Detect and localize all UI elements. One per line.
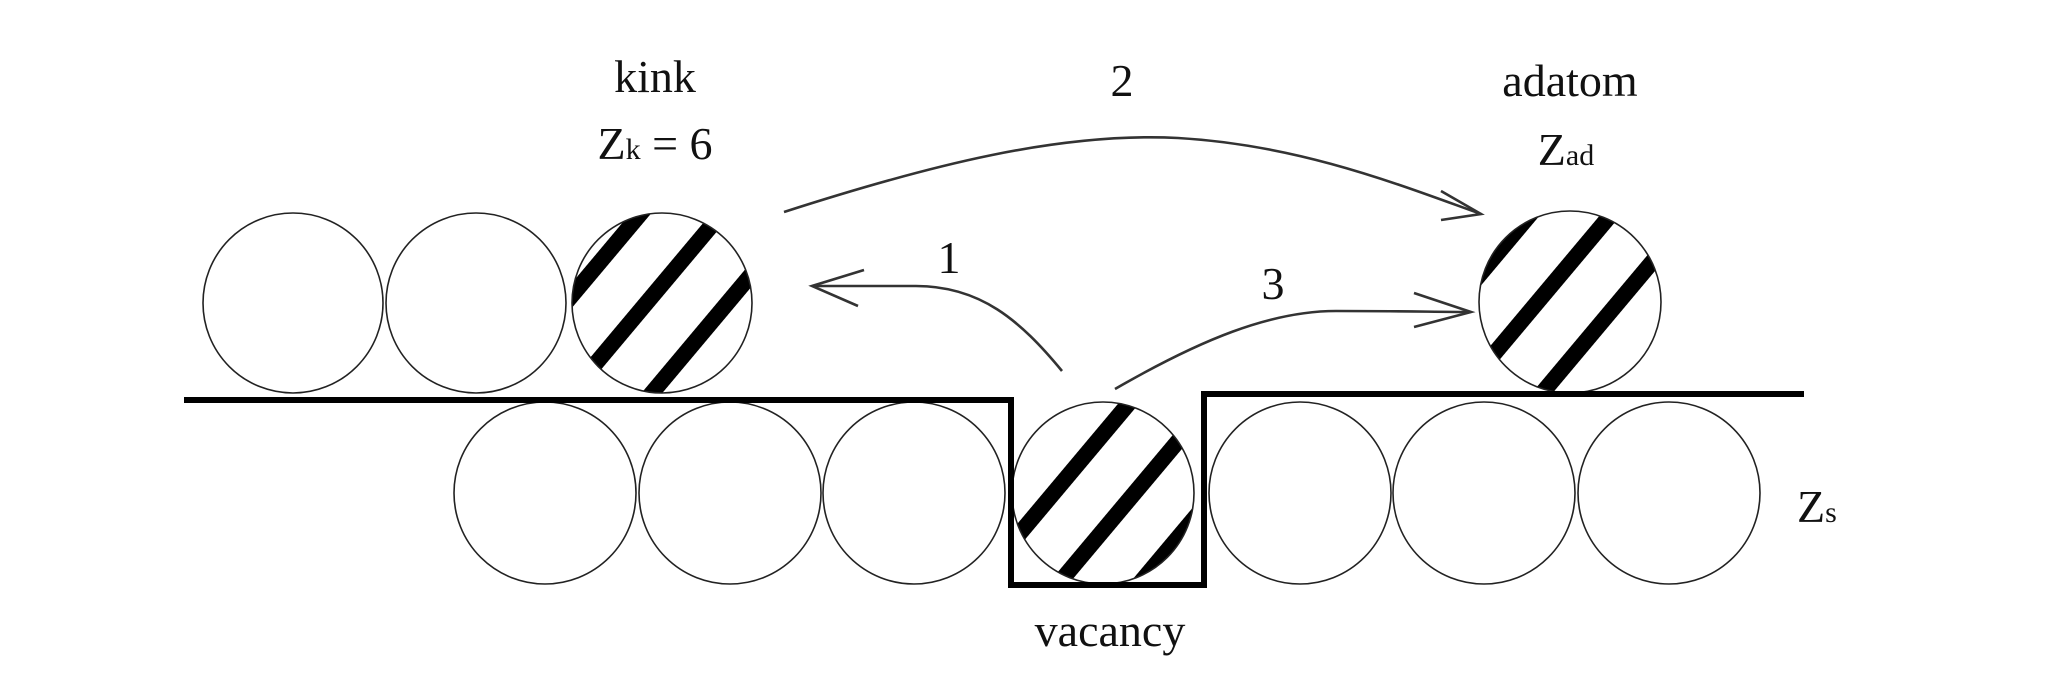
arrow-3-label: 3 — [1262, 258, 1285, 309]
kink-label: kink — [614, 51, 696, 102]
kink-coordination-label: Zk = 6 — [597, 118, 712, 169]
vacancy-label: vacancy — [1035, 605, 1186, 656]
adatom-coordination-label: Zad — [1538, 124, 1594, 175]
terrace-atom — [385, 212, 567, 394]
arrow-2-label: 2 — [1111, 55, 1134, 106]
surface-coordination-label: Zs — [1797, 481, 1837, 532]
surface-atom — [638, 401, 822, 585]
terrace-atom — [202, 212, 384, 394]
surface-atom — [1577, 401, 1761, 585]
surface-atom — [1392, 401, 1576, 585]
adatom-label: adatom — [1502, 55, 1638, 106]
surface-step-line — [184, 391, 1804, 588]
adatom-atom — [1478, 210, 1662, 394]
surface-atom — [822, 401, 1006, 585]
kink-atom — [571, 212, 753, 394]
surface-atom — [1208, 401, 1392, 585]
arrow-3 — [1114, 291, 1476, 391]
vacancy-atom — [1011, 401, 1195, 585]
arrow-1 — [808, 268, 1064, 372]
arrow-1-label: 1 — [938, 232, 961, 283]
arrow-2 — [783, 136, 1485, 222]
surface-atom — [453, 401, 637, 585]
